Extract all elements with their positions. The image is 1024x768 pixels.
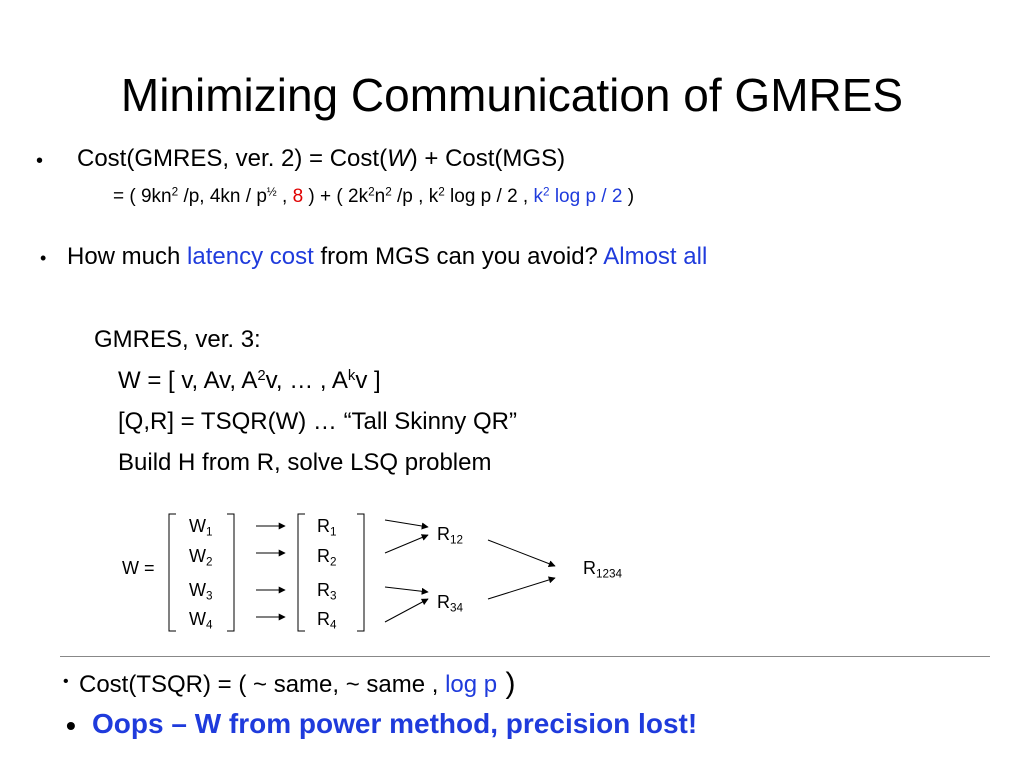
precision-lost-warning: Oops – W from power method, precision lo… xyxy=(92,708,698,739)
arrow-r12-r1234 xyxy=(487,539,556,567)
r-block-3: R3 xyxy=(317,580,337,603)
bullet-marker: • xyxy=(63,673,69,690)
arrow-r3-r34 xyxy=(384,586,429,595)
bullet-marker: • xyxy=(66,710,76,741)
divider-line xyxy=(60,656,990,657)
tsqr-line: [Q,R] = TSQR(W) … “Tall Skinny QR” xyxy=(118,408,517,435)
gmres-ver2-cost: Cost(GMRES, ver. 2) = Cost(W) + Cost(MGS… xyxy=(77,145,566,172)
w-matrix-brackets xyxy=(168,513,365,632)
r12-label: R12 xyxy=(437,524,464,547)
w-left-bracket xyxy=(168,513,176,632)
arrow-r1-r12 xyxy=(384,519,429,530)
bullet-marker: • xyxy=(36,150,44,172)
r-block-2: R2 xyxy=(317,546,337,569)
latency-term-8: 8 xyxy=(292,186,304,207)
w-equals-label: W = xyxy=(122,558,155,578)
krylov-basis-line: W = [ v, Av, A2v, … , Akv ] xyxy=(118,367,381,394)
answer-almost-all: Almost all xyxy=(603,243,708,270)
w-block-1: W1 xyxy=(189,516,213,539)
slide-title: Minimizing Communication of GMRES xyxy=(120,69,904,121)
arrow-r2-r12 xyxy=(384,534,429,554)
r-left-bracket xyxy=(297,513,305,632)
latency-cost-phrase: latency cost xyxy=(187,243,314,270)
r34-label: R34 xyxy=(437,592,464,615)
tsqr-cost-line: Cost(TSQR) = ( ~ same, ~ same , log p ) xyxy=(79,667,516,700)
log-p-term: log p xyxy=(445,671,498,698)
r1234-label: R1234 xyxy=(583,558,623,581)
w-block-2: W2 xyxy=(189,546,213,569)
w-right-bracket xyxy=(227,513,235,632)
cost-formula: = ( 9kn2 /p, 4kn / p½ , 8 ) + ( 2k2n2 /p… xyxy=(113,185,635,207)
r-right-bracket xyxy=(357,513,365,632)
r-block-1: R1 xyxy=(317,516,337,539)
w-block-3: W3 xyxy=(189,580,213,603)
bullet-marker: • xyxy=(40,248,47,268)
gmres-ver3-heading: GMRES, ver. 3: xyxy=(94,326,261,353)
arrow-r34-r1234 xyxy=(487,576,556,600)
latency-question: How much latency cost from MGS can you a… xyxy=(67,243,708,270)
arrow-r4-r34 xyxy=(384,598,429,623)
build-h-line: Build H from R, solve LSQ problem xyxy=(118,449,492,476)
w-block-4: W4 xyxy=(189,609,213,632)
r-block-4: R4 xyxy=(317,609,337,632)
